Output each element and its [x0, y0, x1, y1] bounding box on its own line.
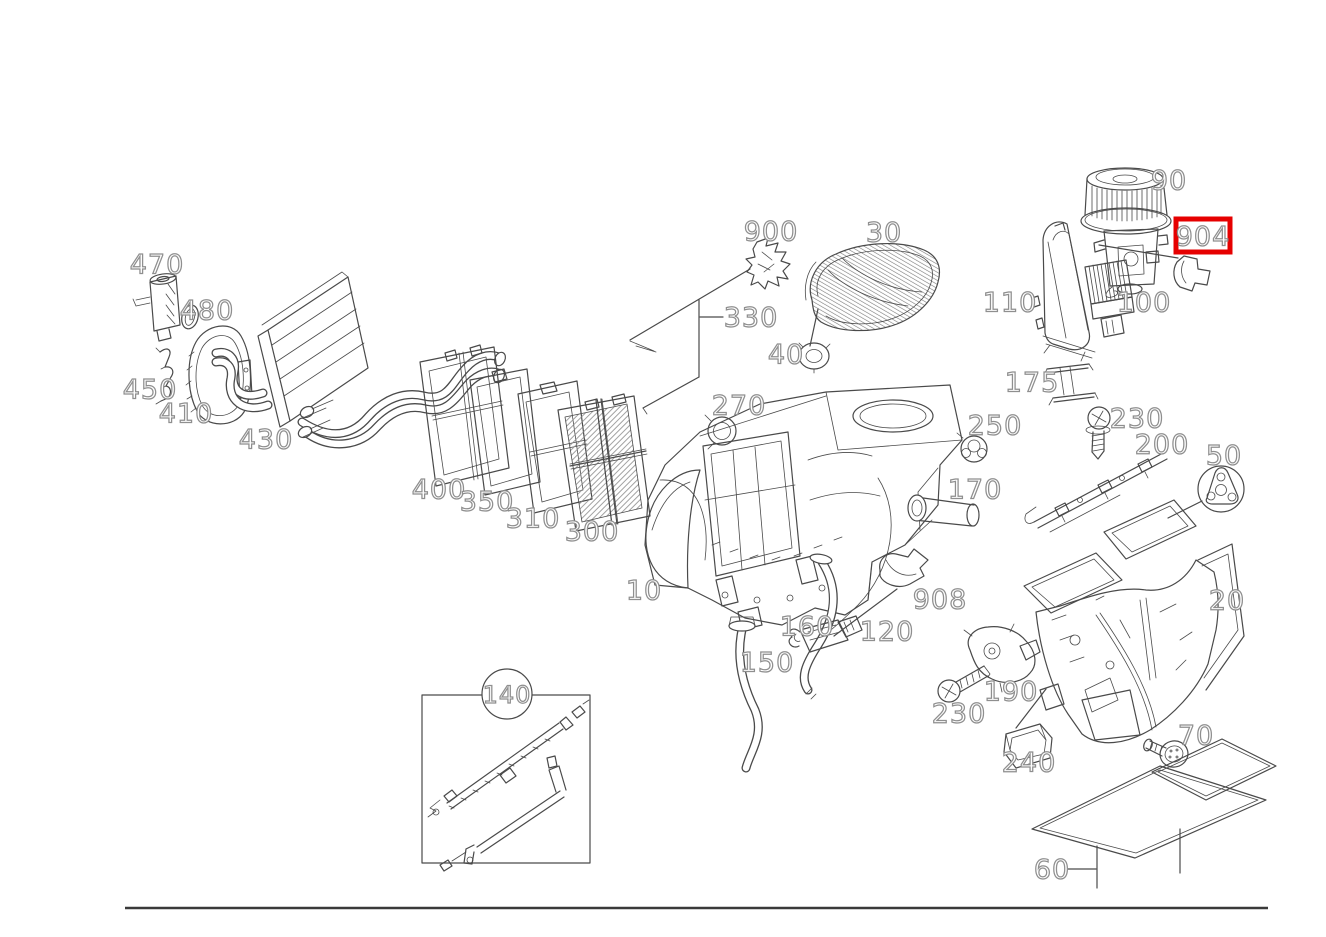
part-label-110[interactable]: 110	[982, 287, 1038, 319]
part-label-904[interactable]: 904	[1175, 221, 1231, 253]
part-label-450[interactable]: 450	[122, 374, 178, 406]
part-label-480[interactable]: 480	[179, 295, 235, 327]
part-900-drawing	[745, 237, 791, 290]
part-label-100[interactable]: 100	[1116, 287, 1172, 319]
parts-artwork	[132, 167, 1277, 872]
leader-line-908	[833, 588, 898, 637]
part-label-400[interactable]: 400	[411, 474, 467, 506]
part-label-350[interactable]: 350	[459, 486, 515, 518]
part-label-190[interactable]: 190	[983, 676, 1039, 708]
part-904-drawing	[1173, 255, 1211, 292]
part-150-drawing	[728, 616, 763, 773]
part-190-drawing	[963, 623, 1041, 693]
part-160-drawing	[799, 553, 838, 700]
selected-part-highlight-box	[1173, 216, 1233, 255]
part-label-230[interactable]: 230	[1109, 403, 1165, 435]
part-label-175[interactable]: 175	[1004, 367, 1060, 399]
part-240-drawing	[1003, 723, 1053, 769]
part-10-drawing	[644, 384, 963, 642]
part-label-120[interactable]: 120	[859, 616, 915, 648]
part-250-drawing	[956, 432, 988, 463]
part-label-908[interactable]: 908	[912, 584, 968, 616]
part-230-upper-drawing	[1085, 406, 1111, 460]
part-label-140[interactable]: 140	[482, 680, 532, 709]
part-label-230-2[interactable]: 230	[931, 698, 987, 730]
part-label-300[interactable]: 300	[564, 516, 620, 548]
part-label-10[interactable]: 10	[625, 575, 662, 607]
part-470-drawing	[132, 273, 181, 342]
part-110-drawing	[1031, 221, 1096, 362]
part-20-drawing	[1023, 499, 1245, 744]
part-label-330[interactable]: 330	[723, 302, 779, 334]
part-label-410[interactable]: 410	[158, 398, 214, 430]
part-label-200[interactable]: 200	[1134, 429, 1190, 461]
part-300-drawing	[557, 393, 651, 532]
part-label-150[interactable]: 150	[739, 647, 795, 679]
part-label-50[interactable]: 50	[1205, 440, 1242, 472]
part-100-drawing	[1084, 259, 1135, 338]
part-200-drawing	[1024, 452, 1168, 533]
part-label-40[interactable]: 40	[767, 339, 804, 371]
part-label-470[interactable]: 470	[129, 249, 185, 281]
part-label-30[interactable]: 30	[865, 217, 902, 249]
part-label-60[interactable]: 60	[1033, 854, 1070, 886]
part-350-drawing	[469, 368, 541, 496]
part-label-170[interactable]: 170	[947, 474, 1003, 506]
part-label-430[interactable]: 430	[238, 424, 294, 456]
part-170-drawing	[907, 494, 980, 527]
part-480-drawing	[181, 304, 199, 330]
part-label-160[interactable]: 160	[779, 611, 835, 643]
part-175-drawing	[1043, 363, 1099, 406]
part-60-drawing	[1031, 738, 1277, 859]
part-120-drawing	[788, 615, 863, 653]
leader-line-904	[1098, 244, 1179, 259]
part-50-drawing	[1197, 465, 1245, 513]
part-label-250[interactable]: 250	[967, 410, 1023, 442]
leader-lines	[699, 244, 1203, 889]
part-410-drawing	[185, 325, 253, 425]
part-450-drawing	[155, 347, 174, 405]
part-330-drawing	[629, 268, 751, 415]
part-908-drawing	[879, 548, 929, 588]
part-30-drawing	[804, 243, 941, 332]
part-label-270[interactable]: 270	[711, 390, 767, 422]
part-label-90[interactable]: 90	[1150, 165, 1187, 197]
part-label-20[interactable]: 20	[1208, 585, 1245, 617]
leader-line-50	[1167, 500, 1203, 519]
part-90-drawing	[1080, 167, 1172, 298]
part-label-70[interactable]: 70	[1177, 720, 1214, 752]
part-400-drawing	[419, 344, 510, 487]
part-label-310[interactable]: 310	[505, 503, 561, 535]
part-70-drawing	[1143, 738, 1189, 768]
part-140-inset	[421, 668, 591, 872]
part-230-lower-drawing	[937, 665, 991, 703]
part-label-240[interactable]: 240	[1001, 747, 1057, 779]
leader-line-40	[809, 308, 819, 347]
leader-line-240	[1015, 688, 1047, 729]
part-40-drawing	[798, 342, 831, 374]
highlight-box-layer	[1173, 216, 1233, 255]
part-label-900[interactable]: 900	[743, 216, 799, 248]
